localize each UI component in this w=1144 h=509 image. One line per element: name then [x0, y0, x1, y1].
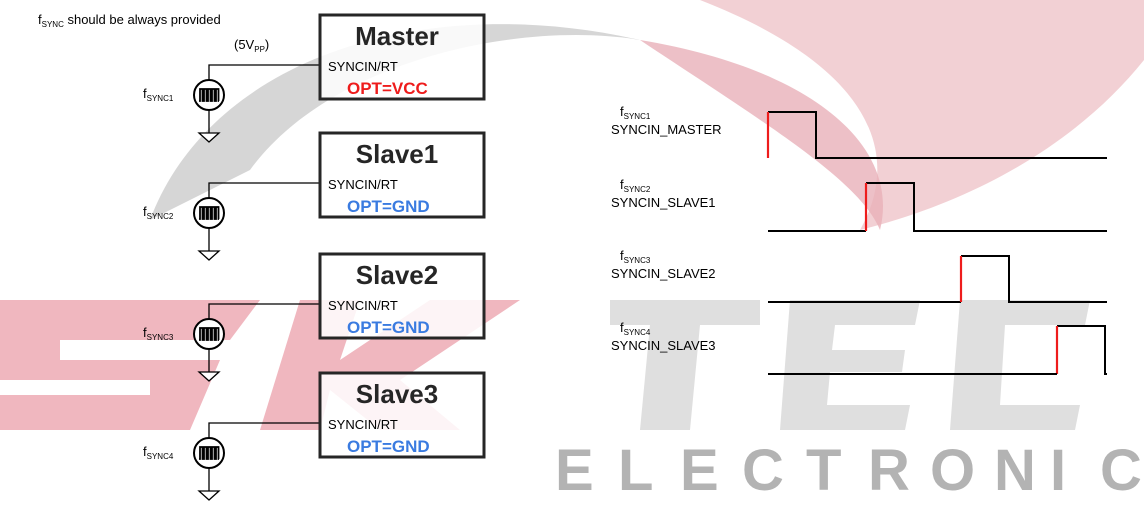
source-label: fSYNC4 — [143, 444, 174, 461]
waveform-freq-label: fSYNC3 — [620, 248, 651, 265]
watermark-letter: R — [868, 438, 910, 503]
opt-setting: OPT=GND — [347, 197, 430, 216]
waveform-freq-label: fSYNC4 — [620, 320, 651, 337]
device-title: Slave2 — [356, 260, 438, 290]
pin-label: SYNCIN/RT — [328, 417, 398, 432]
opt-setting: OPT=GND — [347, 437, 430, 456]
square-wave-icon — [199, 88, 220, 102]
waveform-freq-label: fSYNC2 — [620, 177, 651, 194]
pin-label: SYNCIN/RT — [328, 177, 398, 192]
opt-setting: OPT=VCC — [347, 79, 428, 98]
device-box — [318, 131, 486, 219]
waveform-freq-label: fSYNC1 — [620, 104, 651, 121]
ground-icon — [197, 490, 221, 501]
waveform-trace — [768, 182, 1107, 232]
watermark-letter: O — [930, 438, 975, 503]
source-label: fSYNC2 — [143, 204, 174, 221]
waveform-trace — [768, 255, 1107, 303]
ground-icon — [197, 250, 221, 261]
device-box — [318, 13, 486, 101]
waveform-signal-name: SYNCIN_MASTER — [611, 122, 722, 137]
source-label: fSYNC1 — [143, 86, 174, 103]
device-box — [318, 371, 486, 459]
device-title: Slave1 — [356, 139, 438, 169]
timing-waveforms: fSYNC1SYNCIN_MASTERfSYNC2SYNCIN_SLAVE1fS… — [611, 104, 1107, 375]
header-note: fSYNC should be always provided — [38, 12, 221, 29]
watermark-letter: E — [680, 438, 719, 503]
amplitude-note: (5VPP) — [234, 37, 269, 54]
ground-icon — [197, 132, 221, 143]
watermark-gray-letters — [610, 300, 1090, 430]
watermark-letter: I — [1050, 438, 1066, 503]
sync-wire — [208, 64, 320, 80]
watermark-letter: C — [742, 438, 784, 503]
pulse-source-icon — [193, 79, 225, 111]
device-title: Master — [355, 21, 439, 51]
opt-setting: OPT=GND — [347, 318, 430, 337]
watermark-red-swoosh — [640, 40, 883, 230]
pulse-source-icon — [193, 318, 225, 350]
watermark-letter: N — [994, 438, 1036, 503]
sync-wire — [208, 303, 320, 319]
square-wave-icon — [199, 446, 220, 460]
watermark-letter: T — [806, 438, 841, 503]
waveform-signal-name: SYNCIN_SLAVE3 — [611, 338, 716, 353]
square-wave-icon — [199, 206, 220, 220]
watermark-letter: E — [555, 438, 594, 503]
pulse-source-icon — [193, 197, 225, 229]
sync-wire — [208, 182, 320, 198]
waveform-signal-name: SYNCIN_SLAVE1 — [611, 195, 716, 210]
watermark-letter: L — [618, 438, 653, 503]
pin-label: SYNCIN/RT — [328, 298, 398, 313]
pin-label: SYNCIN/RT — [328, 59, 398, 74]
device-title: Slave3 — [356, 379, 438, 409]
waveform-signal-name: SYNCIN_SLAVE2 — [611, 266, 716, 281]
waveform-trace — [768, 111, 1107, 159]
square-wave-icon — [199, 327, 220, 341]
ground-icon — [197, 371, 221, 382]
pulse-source-icon — [193, 437, 225, 469]
watermark-red-top-arc — [700, 0, 1144, 230]
source-label: fSYNC3 — [143, 325, 174, 342]
sync-wire — [208, 422, 320, 438]
watermark-letter: C — [1100, 438, 1142, 503]
device-box — [318, 252, 486, 340]
